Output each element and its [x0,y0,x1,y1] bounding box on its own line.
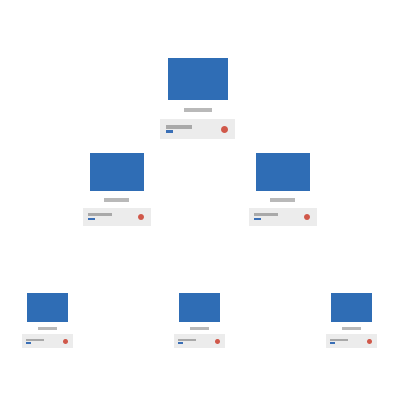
drive-slot [26,338,44,341]
monitor-stand [341,327,361,330]
power-button-icon [63,338,69,344]
status-indicator-blue [88,217,95,221]
monitor-stand [189,327,209,330]
monitor-stand [37,327,57,330]
monitor-screen [255,153,310,191]
computer-case [22,334,73,349]
desktop-computer-icon [326,293,377,349]
drive-slot [178,338,196,341]
monitor-screen [89,153,144,191]
desktop-computer-icon [174,293,225,349]
power-button-icon [367,338,373,344]
desktop-computer-icon [22,293,73,349]
computer-case [160,119,235,139]
monitor-stand [183,108,212,112]
power-button-icon [137,213,145,221]
drive-slot [254,213,278,217]
power-button-icon [221,125,228,133]
monitor-screen [331,293,372,322]
power-button-icon [215,338,221,344]
monitor-stand [104,198,130,202]
status-indicator-blue [254,217,261,221]
desktop-computer-icon [160,58,235,139]
computer-case [249,207,317,226]
desktop-computer-icon [83,153,151,226]
monitor-screen [179,293,220,322]
computer-case [326,334,377,349]
status-indicator-blue [26,341,31,344]
monitor-screen [27,293,68,322]
drive-slot [166,125,192,129]
desktop-computer-icon [249,153,317,226]
monitor-stand [270,198,296,202]
computer-case [83,207,151,226]
computer-case [174,334,225,349]
drive-slot [330,338,348,341]
status-indicator-blue [330,341,335,344]
status-indicator-blue [166,130,173,133]
monitor-screen [167,58,228,100]
drive-slot [88,213,112,217]
power-button-icon [303,213,311,221]
status-indicator-blue [178,341,183,344]
